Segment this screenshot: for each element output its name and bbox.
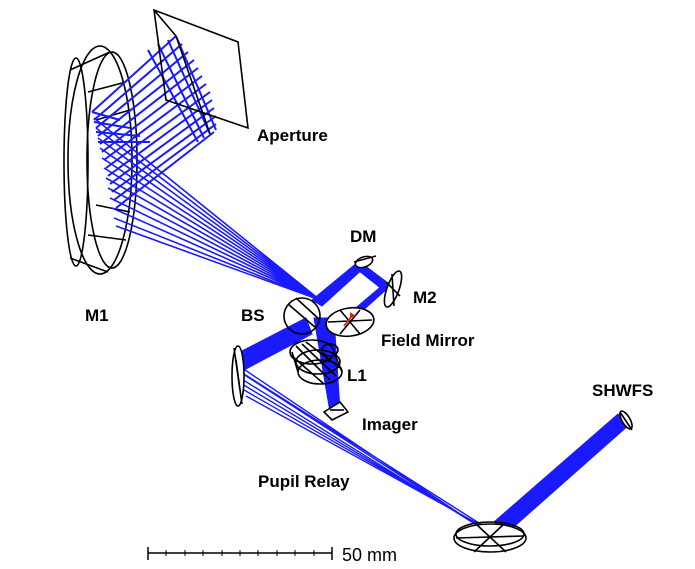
label-bs: BS bbox=[241, 306, 265, 325]
label-dm: DM bbox=[350, 227, 376, 246]
aperture-plate bbox=[153, 8, 249, 135]
label-imager: Imager bbox=[362, 415, 418, 434]
label-field-mirror: Field Mirror bbox=[381, 331, 475, 350]
label-shwfs: SHWFS bbox=[592, 381, 653, 400]
m2-mirror bbox=[383, 270, 403, 308]
label-aperture: Aperture bbox=[257, 126, 328, 145]
fold-mirror-left bbox=[231, 345, 245, 407]
shwfs-sensor bbox=[619, 410, 633, 431]
bs-beam-splitter bbox=[283, 297, 321, 335]
beam-m1-to-bs bbox=[93, 117, 321, 301]
m1-mirror bbox=[63, 45, 138, 275]
label-pupil-relay: Pupil Relay bbox=[258, 472, 350, 491]
scale-bar: 50 mm bbox=[147, 545, 397, 565]
beam-aperture-to-m1 bbox=[91, 35, 217, 209]
label-l1: L1 bbox=[347, 366, 367, 385]
field-mirror bbox=[325, 306, 375, 338]
label-m2: M2 bbox=[413, 288, 437, 307]
beam-fold-to-relay bbox=[239, 367, 491, 535]
label-m1: M1 bbox=[85, 306, 109, 325]
pupil-relay-mirror bbox=[453, 521, 527, 553]
scale-bar-label: 50 mm bbox=[342, 545, 397, 565]
l1-lens bbox=[289, 339, 343, 385]
imager-detector bbox=[322, 400, 350, 421]
beam-relay-to-shwfs bbox=[493, 413, 631, 533]
dm-mirror bbox=[353, 255, 377, 269]
